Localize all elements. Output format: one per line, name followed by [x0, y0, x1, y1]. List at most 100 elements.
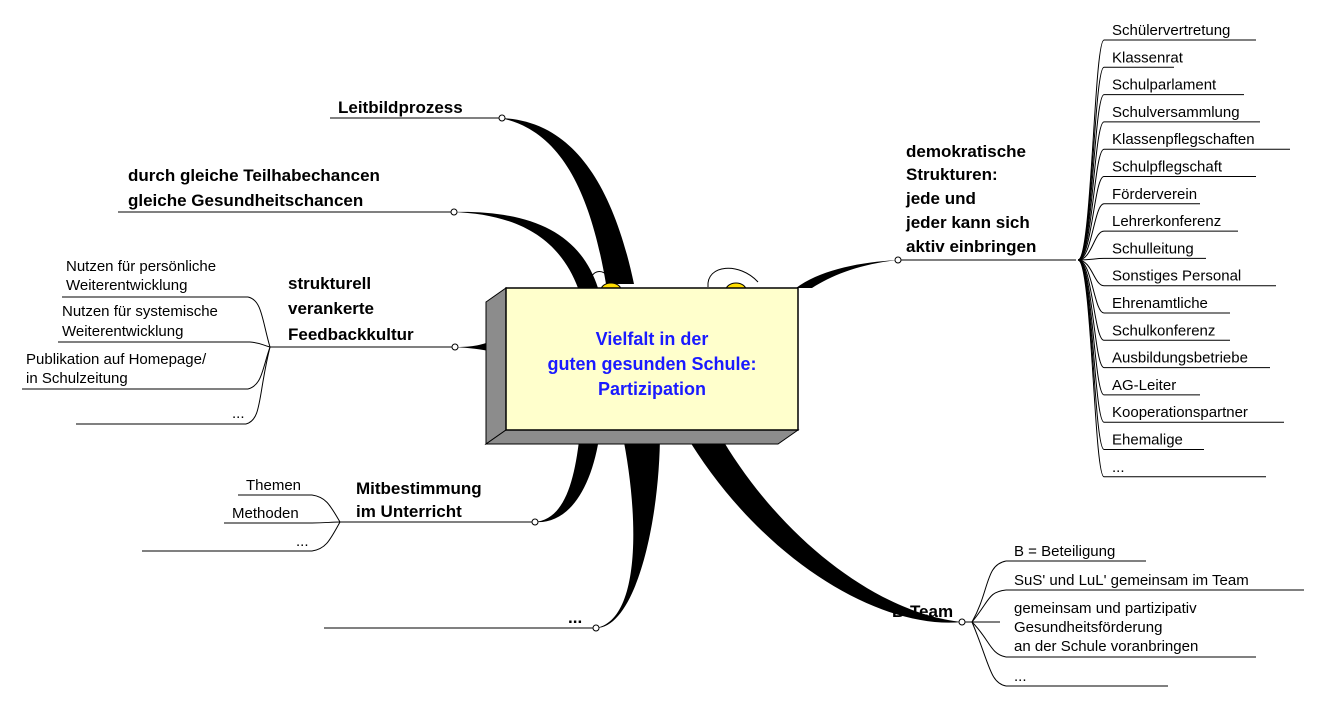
mitbestimmung-child[interactable]: ... [142, 533, 312, 552]
branch-label-feedback-line-3: Feedbackkultur [288, 325, 414, 344]
bteam-child[interactable]: gemeinsam und partizipativ Gesundheitsfö… [1006, 600, 1256, 658]
node-knob [894, 256, 902, 264]
bteam-child-3-line-2: Gesundheitsförderung [1014, 619, 1162, 636]
feedback-child[interactable]: Nutzen für systemische Weiterentwicklung [58, 303, 250, 343]
demokratie-child[interactable]: ... [1077, 259, 1266, 478]
demokratie-child-label: Kooperationspartner [1112, 404, 1248, 421]
feedback-child[interactable]: Nutzen für persönliche Weiterentwicklung [62, 258, 248, 298]
bteam-child[interactable]: SuS' und LuL' gemeinsam im Team [1006, 572, 1304, 591]
mitbestimmung-child-2: Methoden [232, 505, 299, 522]
branch-label-mitbestimmung-line-2: im Unterricht [356, 502, 462, 521]
demokratie-child-label: Schulparlament [1112, 77, 1217, 94]
node-knob [531, 518, 539, 526]
bteam-child-2: SuS' und LuL' gemeinsam im Team [1014, 572, 1249, 589]
central-topic-box[interactable]: Vielfalt in der guten gesunden Schule: P… [484, 287, 800, 445]
demokratie-child[interactable]: Schulpflegschaft [1077, 159, 1256, 261]
feedback-child-4: ... [232, 405, 245, 422]
branch-leitbild[interactable]: Leitbildprozess [330, 98, 506, 122]
central-topic-line-3: Partizipation [598, 379, 706, 399]
feedback-child[interactable]: ... [76, 405, 246, 425]
connector-line [1077, 259, 1105, 450]
branch-label-demokratie-line-3: jede und [905, 189, 976, 208]
feedback-child[interactable]: Publikation auf Homepage/ in Schulzeitun… [22, 351, 248, 390]
branch-label-demokratie-line-5: aktiv einbringen [906, 237, 1036, 256]
branch-label-bteam: B-Team [892, 602, 953, 621]
connector-line [1077, 121, 1105, 261]
mitbestimmung-child[interactable]: Themen [238, 477, 312, 496]
branch-label-leitbild: Leitbildprozess [338, 98, 463, 117]
feedback-child-3-line-1: Publikation auf Homepage/ [26, 351, 207, 368]
demokratie-child-label: Schülervertretung [1112, 22, 1230, 39]
branch-label-more: ... [568, 608, 582, 627]
connector-line [1077, 148, 1105, 261]
box-shadow-left [485, 287, 507, 445]
branch-line-teilhabe [452, 211, 598, 288]
connector-line [1077, 203, 1105, 261]
demokratie-child-label: Klassenrat [1112, 49, 1184, 66]
demokratie-child[interactable]: Förderverein [1077, 186, 1200, 261]
feedback-child-1-line-2: Weiterentwicklung [66, 277, 187, 294]
demokratie-child-label: AG-Leiter [1112, 377, 1176, 394]
connector-line [1077, 94, 1105, 261]
bteam-child-1: B = Beteiligung [1014, 543, 1115, 560]
branch-line-leitbild [500, 118, 634, 284]
feedback-child-3-line-2: in Schulzeitung [26, 370, 128, 387]
branch-line-feedback [454, 340, 494, 352]
demokratie-child-label: Förderverein [1112, 186, 1197, 203]
demokratie-child[interactable]: Ausbildungsbetriebe [1077, 259, 1270, 369]
connector-line [1077, 257, 1105, 261]
demokratie-child-label: Schulkonferenz [1112, 322, 1215, 339]
demokratie-child-label: Klassenpflegschaften [1112, 131, 1255, 148]
node-knob [958, 618, 966, 626]
demokratie-child-label: Sonstiges Personal [1112, 268, 1241, 285]
demokratie-child-label: Ausbildungsbetriebe [1112, 350, 1248, 367]
demokratie-child-label: Schulversammlung [1112, 104, 1240, 121]
bteam-child[interactable]: B = Beteiligung [1006, 543, 1146, 562]
bteam-child[interactable]: ... [1006, 668, 1168, 687]
bteam-child-3-line-1: gemeinsam und partizipativ [1014, 600, 1197, 617]
demokratie-child[interactable]: Schulversammlung [1077, 104, 1260, 261]
demokratie-child[interactable]: Schulleitung [1077, 240, 1206, 261]
connector-line [1077, 259, 1105, 478]
branch-line-more [596, 432, 660, 628]
branch-label-demokratie-line-2: Strukturen: [906, 165, 998, 184]
demokratie-child-label: Lehrerkonferenz [1112, 213, 1221, 230]
demokratie-child-label: Schulpflegschaft [1112, 159, 1223, 176]
branch-bteam[interactable]: B-Team B = Beteiligung SuS' und LuL' gem… [892, 543, 1304, 687]
feedback-child-2-line-1: Nutzen für systemische [62, 303, 218, 320]
connector-line [1077, 230, 1105, 261]
branch-mitbestimmung[interactable]: Mitbestimmung im Unterricht Themen Metho… [142, 477, 539, 552]
feedback-child-2-line-2: Weiterentwicklung [62, 323, 183, 340]
branch-label-demokratie-line-4: jeder kann sich [905, 213, 1030, 232]
node-knob [451, 343, 459, 351]
branch-label-feedback-line-2: verankerte [288, 299, 374, 318]
branch-feedback[interactable]: strukturell verankerte Feedbackkultur Nu… [22, 258, 459, 425]
connector-line [1077, 176, 1105, 261]
demokratie-child[interactable]: Sonstiges Personal [1077, 259, 1276, 287]
demokratie-child[interactable]: Klassenpflegschaften [1077, 131, 1290, 261]
demokratie-child[interactable]: AG-Leiter [1077, 259, 1200, 396]
demokratie-child[interactable]: Lehrerkonferenz [1077, 213, 1238, 261]
box-face [505, 287, 799, 431]
demokratie-children: SchülervertretungKlassenratSchulparlamen… [1077, 22, 1290, 478]
connector-line [1077, 66, 1105, 261]
mitbestimmung-child-3: ... [296, 533, 309, 550]
demokratie-child-label: Ehemalige [1112, 432, 1183, 449]
node-knob [450, 208, 458, 216]
central-topic-line-1: Vielfalt in der [596, 329, 709, 349]
branch-line-demokratie [796, 260, 898, 288]
branch-line-bteam [684, 432, 962, 623]
branch-demokratie[interactable]: demokratische Strukturen: jede und jeder… [894, 22, 1290, 478]
mitbestimmung-child-1: Themen [246, 477, 301, 494]
branch-line-mitbestimmung [534, 432, 600, 523]
mitbestimmung-child[interactable]: Methoden [224, 505, 312, 524]
branch-more[interactable]: ... [324, 608, 600, 632]
branch-label-teilhabe-line-2: gleiche Gesundheitschancen [128, 191, 363, 210]
feedback-child-1-line-1: Nutzen für persönliche [66, 258, 216, 275]
branch-teilhabe[interactable]: durch gleiche Teilhabechancen gleiche Ge… [118, 166, 458, 216]
demokratie-child-label: Schulleitung [1112, 240, 1194, 257]
demokratie-child[interactable]: Schulparlament [1077, 77, 1244, 261]
demokratie-child-label: Ehrenamtliche [1112, 295, 1208, 312]
